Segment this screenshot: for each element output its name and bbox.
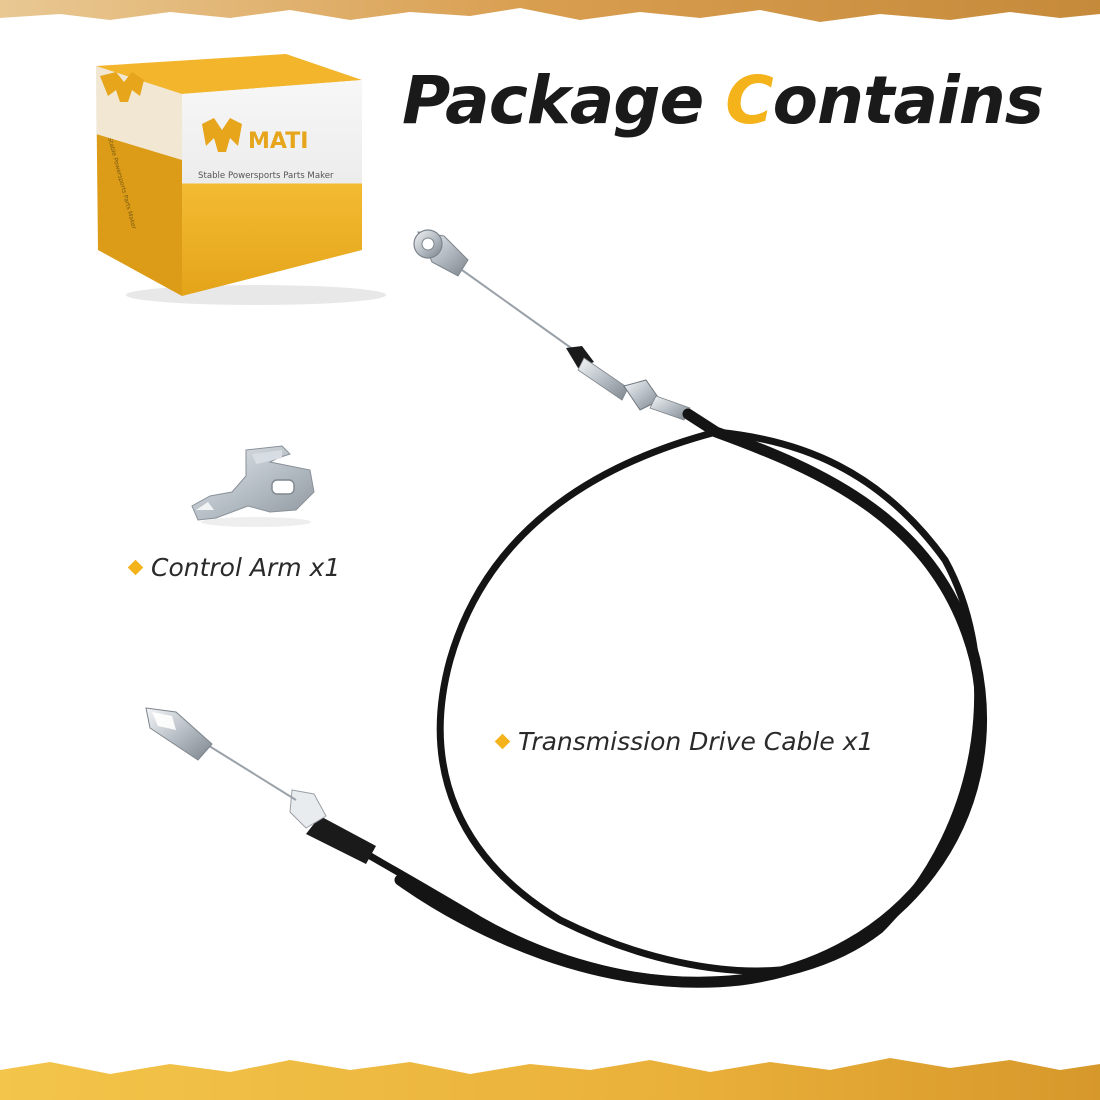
top-torn-band bbox=[0, 0, 1100, 22]
title-accent-letter: C bbox=[725, 62, 773, 139]
cable-upper-end bbox=[413, 229, 691, 421]
product-box-image: MATI Stable Powersports Parts Maker Stab… bbox=[96, 54, 386, 305]
bottom-torn-band bbox=[0, 1058, 1100, 1100]
box-tagline: Stable Powersports Parts Maker bbox=[198, 171, 334, 181]
cable-lower-end bbox=[145, 707, 376, 864]
control-arm-label: Control Arm x1 bbox=[127, 553, 341, 582]
page-title: Package Contains bbox=[402, 68, 1044, 134]
box-brand: MATI bbox=[248, 129, 308, 154]
transmission-cable-label-text: Transmission Drive Cable x1 bbox=[518, 727, 874, 756]
title-part-2: ontains bbox=[772, 62, 1044, 139]
title-part-1: Package bbox=[402, 62, 726, 139]
control-arm-label-text: Control Arm x1 bbox=[151, 553, 341, 582]
mati-logo-icon bbox=[202, 118, 242, 152]
diamond-bullet-icon bbox=[127, 559, 144, 576]
control-arm-image bbox=[191, 445, 315, 527]
diamond-bullet-icon bbox=[494, 733, 511, 750]
cable-loop bbox=[356, 408, 988, 988]
transmission-cable-label: Transmission Drive Cable x1 bbox=[494, 727, 874, 756]
